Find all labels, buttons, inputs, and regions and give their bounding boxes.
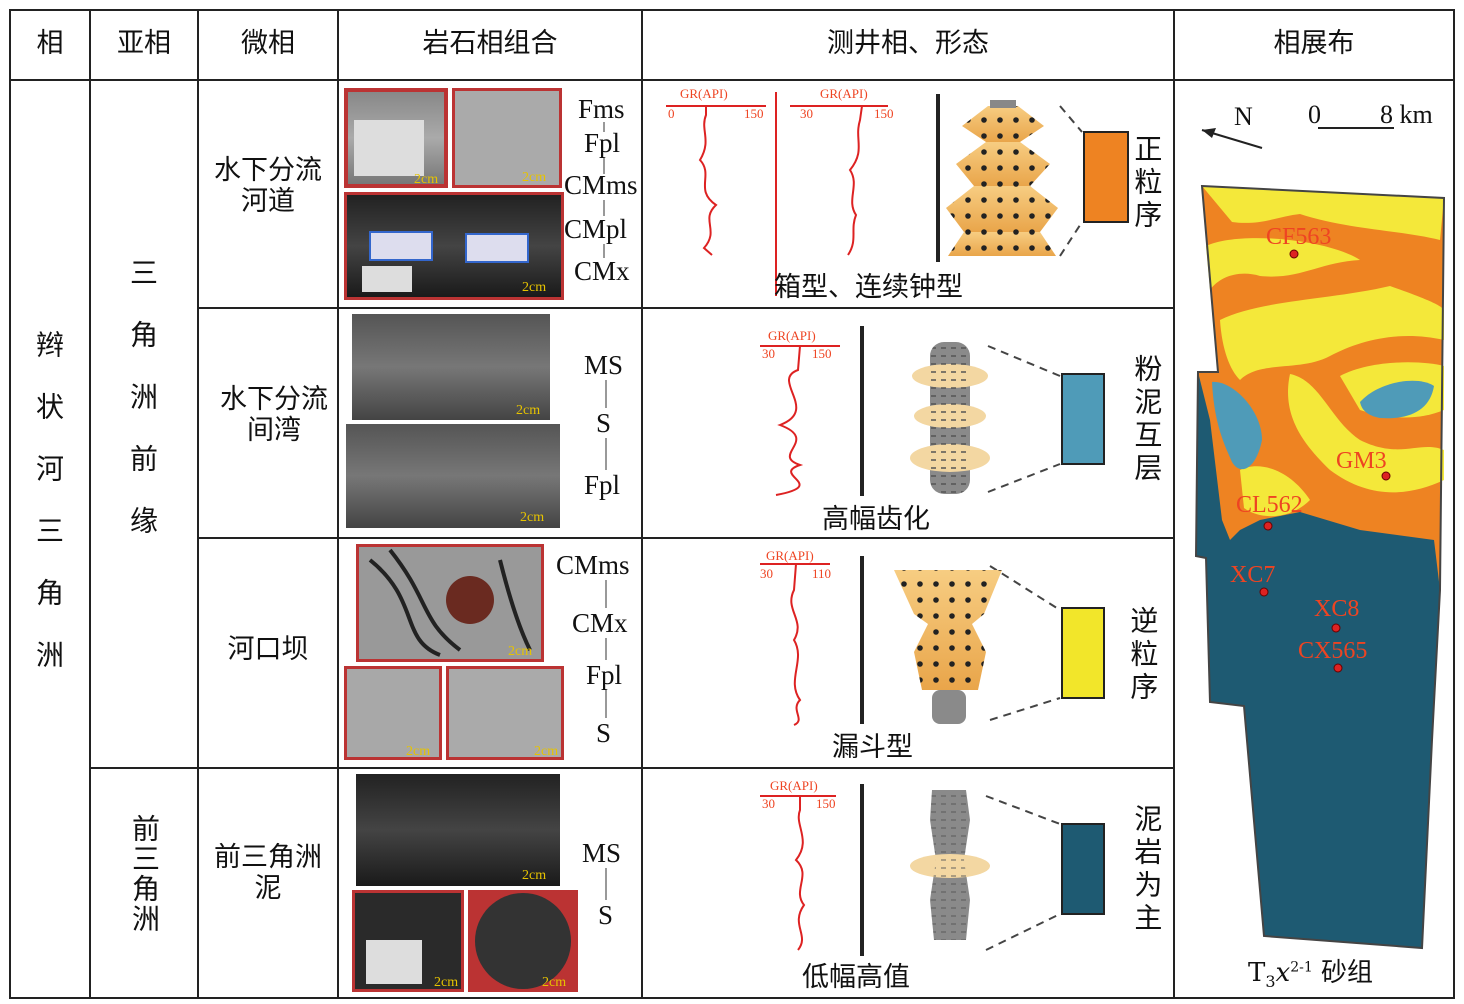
log-shape-caption: 低幅高值 — [802, 962, 910, 993]
photo-scale: 2cm — [516, 403, 541, 418]
litho-code: CMx — [574, 256, 630, 286]
photo-scale: 2cm — [406, 744, 431, 759]
gr-label: GR(API) — [680, 86, 728, 101]
photo-scale: 2cm — [522, 170, 547, 185]
microfacies-label: 水下分流间湾 — [220, 384, 328, 447]
gr-scale: 0 — [668, 106, 675, 121]
litho-code: CMpl — [564, 214, 628, 244]
header-microfacies: 微相 — [241, 28, 295, 59]
gr-scale: 150 — [812, 346, 832, 361]
photo-scale: 2cm — [522, 280, 547, 295]
header-facies: 相 — [36, 28, 64, 59]
microfacies-label: 河口坝 — [227, 634, 309, 665]
litho-code: MS — [584, 350, 624, 380]
well-label: XC8 — [1314, 596, 1360, 622]
scale-eight: 8 km — [1380, 100, 1433, 129]
gr-scale: 150 — [874, 106, 894, 121]
well-label: CX565 — [1298, 638, 1368, 664]
litho-code: S — [596, 718, 612, 748]
header-distribution: 相展布 — [1273, 28, 1355, 59]
litho-code: Fms — [578, 94, 625, 124]
header-subfacies: 亚相 — [117, 28, 171, 59]
photo-scale: 2cm — [542, 975, 567, 990]
litho-code: MS — [582, 838, 622, 868]
gr-label: GR(API) — [768, 328, 816, 343]
header-lithofacies: 岩石相组合 — [422, 28, 558, 59]
photo-scale: 2cm — [508, 644, 533, 659]
photo-scale: 2cm — [520, 510, 545, 525]
well-label: CF563 — [1266, 224, 1332, 250]
well-label: GM3 — [1336, 448, 1387, 474]
litho-code: CMms — [556, 550, 630, 580]
gr-scale: 30 — [760, 566, 773, 581]
litho-code: Fpl — [584, 470, 621, 500]
photo-scale: 2cm — [414, 172, 439, 187]
sequence-label: 逆粒序 — [1126, 606, 1160, 705]
gr-scale: 110 — [812, 566, 832, 581]
header-logfacies: 测井相、形态 — [827, 28, 989, 59]
photo-scale: 2cm — [434, 975, 459, 990]
microfacies-label: 水下分流河道 — [214, 155, 322, 218]
well-label: CL562 — [1236, 492, 1303, 518]
photo-scale: 2cm — [522, 868, 547, 883]
litho-code: CMms — [564, 170, 638, 200]
gr-label: GR(API) — [770, 778, 818, 793]
litho-code: Fpl — [584, 128, 621, 158]
log-shape-caption: 漏斗型 — [832, 732, 913, 763]
gr-scale: 30 — [762, 346, 775, 361]
photo-scale: 2cm — [534, 744, 559, 759]
gr-scale: 150 — [744, 106, 764, 121]
gr-scale: 30 — [800, 106, 813, 121]
litho-code: S — [596, 408, 612, 438]
sequence-label: 正粒序 — [1130, 134, 1164, 233]
gr-scale: 30 — [762, 796, 775, 811]
north-label: N — [1234, 102, 1253, 131]
facies-label: 辫状河三角洲 — [32, 330, 65, 702]
gr-scale: 150 — [816, 796, 836, 811]
gr-label: GR(API) — [766, 548, 814, 563]
sequence-label: 泥岩为主 — [1130, 804, 1164, 936]
litho-code: CMx — [572, 608, 628, 638]
litho-code: S — [598, 900, 614, 930]
map-caption: T3x2-1 砂组 — [1248, 958, 1374, 992]
log-shape-caption: 高幅齿化 — [822, 504, 930, 535]
subfacies-label: 前三角洲 — [128, 814, 161, 934]
sequence-label: 粉泥互层 — [1130, 354, 1164, 486]
gr-label: GR(API) — [820, 86, 868, 101]
microfacies-label: 前三角洲泥 — [214, 842, 322, 905]
scale-zero: 0 — [1308, 100, 1321, 129]
subfacies-label: 三角洲前缘 — [126, 258, 159, 568]
well-label: XC7 — [1230, 562, 1276, 588]
litho-code: Fpl — [586, 660, 623, 690]
log-shape-caption: 箱型、连续钟型 — [774, 272, 963, 303]
